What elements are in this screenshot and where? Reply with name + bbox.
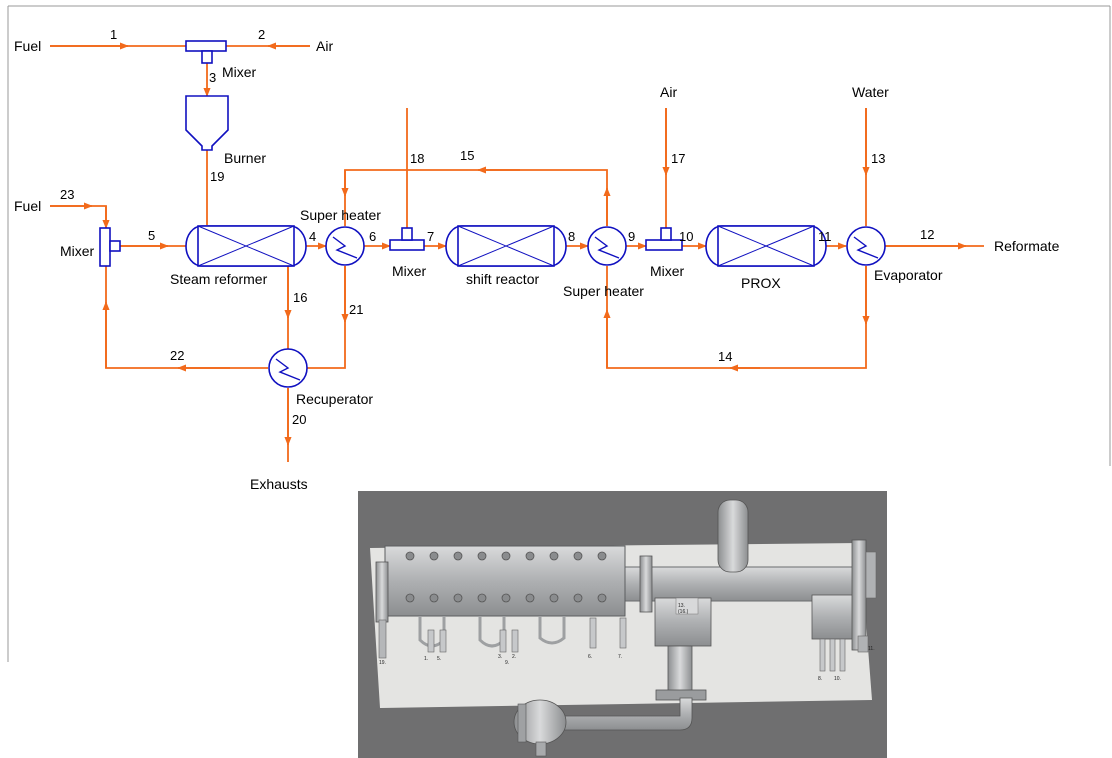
stream-number-12: 12 xyxy=(920,227,934,242)
stream-number-21: 21 xyxy=(349,302,363,317)
prototype-photo: 13. (16.) 19. 1. 5. 3. 9. 2. 6. xyxy=(358,491,887,758)
photo-right-flange xyxy=(851,539,867,651)
stream-number-6: 6 xyxy=(369,229,376,244)
recuperator-label: Recuperator xyxy=(296,391,373,407)
photo-tag-13: 13. xyxy=(678,603,685,609)
stream-number-3: 3 xyxy=(209,70,216,85)
photo-tag-1: 1. xyxy=(424,656,428,662)
stream-number-17: 17 xyxy=(671,151,685,166)
stream-number-19: 19 xyxy=(210,169,224,184)
stream-lines xyxy=(50,42,984,462)
stream-number-7: 7 xyxy=(427,229,434,244)
fuel-left-label: Fuel xyxy=(14,198,41,214)
stream-number-1: 1 xyxy=(110,27,117,42)
equipment xyxy=(99,40,886,388)
photo-fittings xyxy=(427,617,627,653)
mixer-right-label: Mixer xyxy=(650,263,685,279)
stream-number-15: 15 xyxy=(460,148,474,163)
shift-reactor-symbol xyxy=(445,225,567,267)
figure-frame xyxy=(7,5,1111,662)
mixer-left-label: Mixer xyxy=(60,243,95,259)
super-heater-2-label: Super heater xyxy=(563,283,644,299)
super-heater-1-symbol xyxy=(325,226,365,266)
stream-number-16: 16 xyxy=(293,290,307,305)
photo-mid-flange xyxy=(639,555,653,613)
mixer-top-symbol xyxy=(185,40,227,64)
mixer-right-symbol xyxy=(645,227,683,251)
photo-vertical-pipe xyxy=(667,645,693,693)
fuel-top-label: Fuel xyxy=(14,38,41,54)
stream-number-11: 11 xyxy=(818,229,832,244)
photo-tag-3: 3. xyxy=(498,654,502,660)
stream-number-14: 14 xyxy=(718,349,732,364)
labels: Fuel Air Mixer Burner Fuel Mixer Steam r… xyxy=(14,27,1060,492)
photo-tag-2: 2. xyxy=(512,654,516,660)
photo-tag-19: 19. xyxy=(379,660,386,666)
photo-tag-8: 8. xyxy=(818,676,822,682)
photo-tag-5: 5. xyxy=(437,656,441,662)
mixer-left-symbol xyxy=(99,227,121,267)
photo-tag-10: 10. xyxy=(834,676,841,682)
photo-reformer-bolts xyxy=(405,551,607,603)
evaporator-label: Evaporator xyxy=(874,267,943,283)
recuperator-symbol xyxy=(268,348,308,388)
steam-reformer-symbol xyxy=(185,225,307,267)
mixer-top-label: Mixer xyxy=(222,64,257,80)
burner-label: Burner xyxy=(224,150,266,166)
stream-number-13: 13 xyxy=(871,151,885,166)
shift-reactor-label: shift reactor xyxy=(466,271,539,287)
photo-left-stub xyxy=(378,619,387,659)
prox-label: PROX xyxy=(741,275,781,291)
photo-upright-cylinder xyxy=(717,499,749,573)
exhausts-label: Exhausts xyxy=(250,476,308,492)
photo-tags: 19. 1. 5. 3. 9. 2. 6. 7. 11. 8. 10. xyxy=(379,646,875,682)
burner-symbol xyxy=(185,95,229,151)
evaporator-symbol xyxy=(846,226,886,266)
stream-number-18: 18 xyxy=(410,151,424,166)
stream-number-2: 2 xyxy=(258,27,265,42)
photo-tag-9: 9. xyxy=(505,660,509,666)
stream-number-8: 8 xyxy=(568,229,575,244)
stream-number-10: 10 xyxy=(679,229,693,244)
stream-number-20: 20 xyxy=(292,412,306,427)
stream-number-4: 4 xyxy=(309,229,316,244)
super-heater-2-symbol xyxy=(587,226,627,266)
reformate-label: Reformate xyxy=(994,238,1060,254)
stream-number-22: 22 xyxy=(170,348,184,363)
photo-tag-16: (16.) xyxy=(678,609,689,615)
stream-number-9: 9 xyxy=(628,229,635,244)
air-top-label: Air xyxy=(316,38,333,54)
air-mid-label: Air xyxy=(660,84,677,100)
steam-reformer-label: Steam reformer xyxy=(170,271,268,287)
photo-burner-elbow xyxy=(513,697,693,757)
mixer-mid-symbol xyxy=(389,227,425,251)
mixer-mid-label: Mixer xyxy=(392,263,427,279)
super-heater-1-label: Super heater xyxy=(300,207,381,223)
photo-tag-7: 7. xyxy=(618,654,622,660)
photo-tag-6: 6. xyxy=(588,654,592,660)
photo-left-flange xyxy=(375,561,389,623)
prox-symbol xyxy=(705,225,827,267)
photo-tag-11: 11. xyxy=(868,646,875,652)
water-label: Water xyxy=(852,84,889,100)
stream-number-23: 23 xyxy=(60,187,74,202)
stream-number-5: 5 xyxy=(148,228,155,243)
